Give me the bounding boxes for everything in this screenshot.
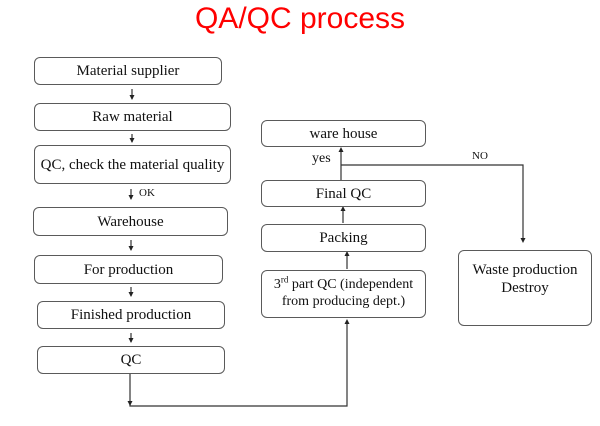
arrowhead	[129, 95, 135, 100]
arrowhead	[128, 195, 134, 200]
box-finished-production: Finished production	[37, 301, 225, 329]
box-label: Warehouse	[97, 213, 164, 230]
arrowhead	[128, 292, 134, 297]
waste-line2: Destroy	[501, 280, 549, 296]
edge-label-ok: OK	[139, 187, 155, 199]
box-for-production: For production	[34, 255, 223, 284]
box-packing: Packing	[261, 224, 426, 252]
box-raw-material: Raw material	[34, 103, 231, 131]
box-label: ware house	[309, 125, 378, 142]
box-third-party-qc: 3rd part QC (independent from producing …	[261, 270, 426, 318]
diagram-title: QA/QC process	[194, 2, 406, 35]
edge-label-yes: yes	[312, 151, 331, 166]
arrowhead	[128, 246, 134, 251]
box-ware-house: ware house	[261, 120, 426, 147]
arrowhead	[128, 338, 134, 343]
connector-qc-to-third-party	[129, 322, 348, 407]
box-label: Packing	[319, 230, 368, 246]
arrowhead	[338, 147, 344, 152]
arrowhead	[127, 401, 133, 406]
box-label: Raw material	[92, 109, 173, 125]
box-label: QC, check the material quality	[40, 156, 225, 173]
connector-no-branch	[341, 164, 524, 240]
box-label: Finished production	[70, 307, 192, 323]
arrowhead	[340, 206, 346, 211]
arrowhead	[129, 138, 135, 143]
third-party-qc-line2: from producing dept.)	[281, 294, 406, 309]
arrowhead	[520, 238, 526, 243]
box-warehouse: Warehouse	[33, 207, 228, 236]
edge-label-no: NO	[472, 150, 488, 162]
arrowhead	[344, 251, 350, 256]
box-material-supplier: Material supplier	[34, 57, 222, 85]
box-label: Final QC	[315, 185, 372, 202]
box-label: QC	[120, 352, 142, 368]
arrowhead	[344, 319, 350, 324]
box-qc-check-material: QC, check the material quality	[34, 145, 231, 184]
box-final-qc: Final QC	[261, 180, 426, 207]
box-label: Material supplier	[76, 63, 180, 79]
box-waste-production: Waste production Destroy	[458, 250, 592, 326]
box-qc: QC	[37, 346, 225, 374]
box-label: For production	[83, 261, 174, 278]
waste-line1: Waste production	[472, 262, 578, 278]
third-party-qc-line1: 3rd part QC (independent	[273, 274, 414, 293]
